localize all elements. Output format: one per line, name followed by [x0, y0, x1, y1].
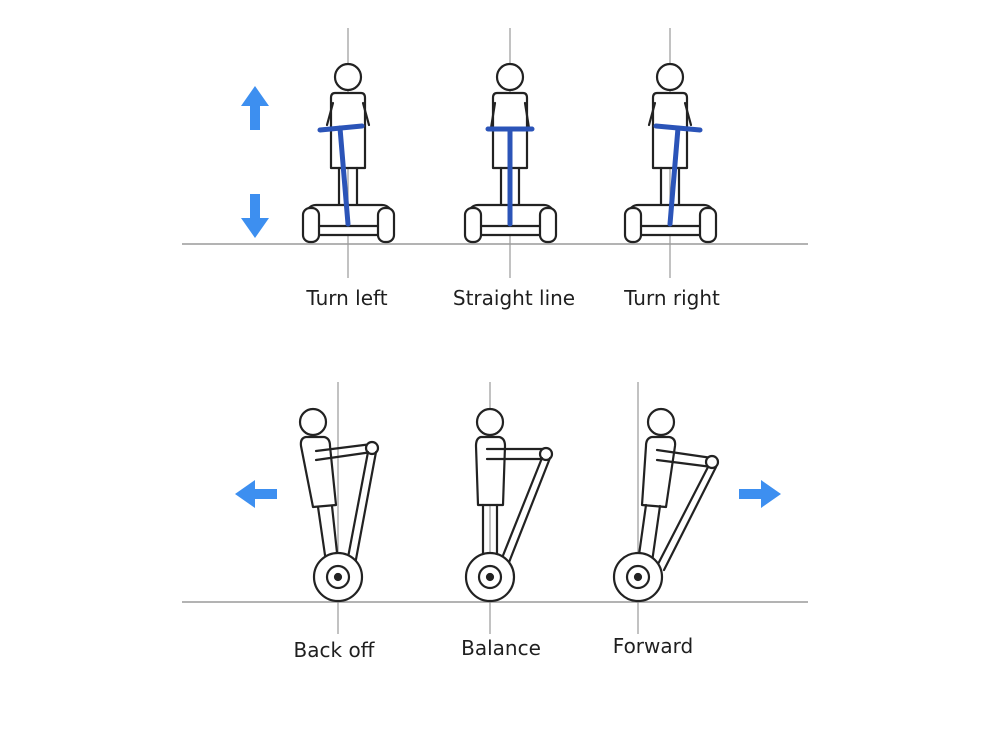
label-forward: Forward: [612, 634, 694, 658]
arrow-left-icon: [235, 480, 277, 508]
label-balance: Balance: [461, 636, 541, 660]
rider-forward: [612, 407, 720, 603]
arrow-up-icon: [241, 86, 269, 130]
rider-back-off: [298, 407, 380, 603]
label-back-off: Back off: [293, 638, 375, 662]
label-turn-right: Turn right: [624, 286, 720, 310]
label-straight-line: Straight line: [452, 286, 576, 310]
label-turn-left: Turn left: [306, 286, 388, 310]
arrow-down-icon: [241, 194, 269, 238]
handlebar-turn-left: [317, 123, 365, 227]
handlebar-straight-line: [485, 126, 535, 227]
rider-balance: [464, 407, 554, 603]
arrow-right-icon: [739, 480, 781, 508]
handlebar-turn-right: [653, 123, 703, 227]
